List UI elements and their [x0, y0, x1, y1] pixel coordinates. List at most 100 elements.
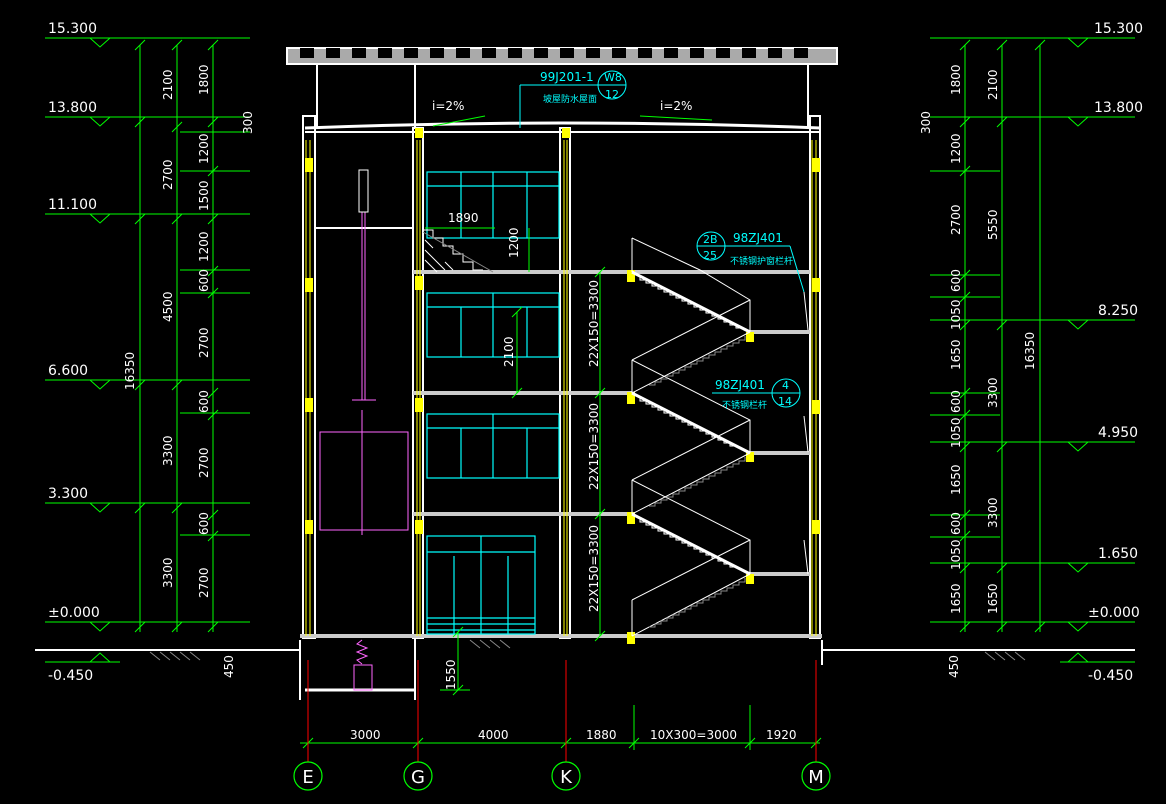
left-outer-4: 3300	[161, 557, 175, 588]
right-inner-0: 1800	[949, 64, 963, 95]
axis-G: G	[411, 767, 425, 788]
interior-dimensions	[425, 115, 713, 696]
stair-run-1: 22X150=3300	[587, 280, 601, 367]
roof-label: 99J201-1	[540, 70, 594, 84]
right-inner-5: 1050	[949, 299, 963, 330]
bottom-dim-2: 1880	[586, 728, 617, 742]
elev-left-0: 15.300	[48, 21, 97, 37]
left-inner-9: 600	[197, 512, 211, 535]
right-outer-2: 3300	[986, 377, 1000, 408]
left-below: 450	[222, 655, 236, 678]
stair-ref2-bottom: 14	[778, 395, 792, 408]
right-dimension-chains	[930, 39, 1046, 633]
right-inner-8: 1050	[949, 417, 963, 448]
columns-yellow	[305, 140, 817, 636]
stair-run-3: 22X150=3300	[587, 525, 601, 612]
elev-left-6: -0.450	[48, 668, 93, 684]
stair-run-2: 22X150=3300	[587, 403, 601, 490]
left-total: 16350	[123, 352, 137, 390]
dim-1890: 1890	[448, 211, 479, 225]
slope-right: i=2%	[660, 99, 692, 113]
left-outer-3: 3300	[161, 435, 175, 466]
elev-left-4: 3.300	[48, 486, 88, 502]
right-inner-6: 1650	[949, 339, 963, 370]
elev-right-1: 13.800	[1094, 100, 1143, 116]
left-dimension-texts: 16350 2100 2700 4500 3300 3300 1800 300 …	[123, 64, 255, 678]
stair-ref1-code: 98ZJ401	[733, 231, 783, 245]
left-inner-10: 2700	[197, 567, 211, 598]
left-inner-5: 600	[197, 269, 211, 292]
elev-right-4: 1.650	[1098, 546, 1138, 562]
left-inner-3: 1500	[197, 180, 211, 211]
right-elevations: 15.300 13.800 8.250 4.950 1.650 ±0.000 -…	[930, 21, 1143, 684]
bottom-dimensions	[300, 700, 822, 750]
right-outer-0: 2100	[986, 69, 1000, 100]
bottom-dim-0: 3000	[350, 728, 381, 742]
ground-hatch	[149, 639, 1026, 661]
stair-section-upper	[422, 229, 494, 273]
right-inner-1: 300	[919, 111, 933, 134]
column-nodes	[305, 128, 820, 644]
left-outer-0: 2100	[161, 69, 175, 100]
left-inner-1: 300	[241, 111, 255, 134]
stair-ref2-note: 不锈钢栏杆	[722, 399, 767, 411]
building-structure	[286, 47, 838, 700]
stair-ref2-code: 98ZJ401	[715, 378, 765, 392]
bottom-dim-4: 1920	[766, 728, 797, 742]
interior-dimension-texts: 22X150=3300 22X150=3300 22X150=3300 2100…	[432, 99, 692, 690]
right-inner-9: 1650	[949, 464, 963, 495]
axis-K: K	[560, 767, 573, 788]
elev-left-2: 11.100	[48, 197, 97, 213]
right-inner-7: 600	[949, 390, 963, 413]
stair-ref1-bottom: 25	[703, 249, 717, 262]
roof-ref-bottom: 12	[605, 88, 619, 101]
right-inner-4: 600	[949, 269, 963, 292]
right-total: 16350	[1023, 332, 1037, 370]
elevator	[319, 212, 409, 691]
stair-ref1-note: 不锈钢护窗栏杆	[730, 255, 793, 267]
axis-lines	[307, 660, 817, 762]
left-inner-0: 1800	[197, 64, 211, 95]
left-inner-4: 1200	[197, 231, 211, 262]
left-dimension-chains	[134, 39, 250, 633]
axis-bubbles: E G K M	[293, 761, 831, 791]
axis-M: M	[808, 767, 824, 788]
right-inner-12: 1650	[949, 583, 963, 614]
left-outer-2: 4500	[161, 291, 175, 322]
stair-ref1-top: 2B	[703, 233, 718, 246]
elev-right-3: 4.950	[1098, 425, 1138, 441]
elev-left-1: 13.800	[48, 100, 97, 116]
right-outer-3: 3300	[986, 497, 1000, 528]
roof-ref-top: W8	[604, 71, 622, 84]
right-inner-3: 2700	[949, 204, 963, 235]
right-outer-1: 5550	[986, 209, 1000, 240]
dim-1200: 1200	[507, 227, 521, 258]
axis-E: E	[302, 767, 313, 788]
elev-left-5: ±0.000	[48, 605, 100, 621]
dim-2100: 2100	[502, 336, 516, 367]
dim-1550: 1550	[444, 659, 458, 690]
right-inner-10: 600	[949, 512, 963, 535]
right-outer-4: 1650	[986, 583, 1000, 614]
elev-left-3: 6.600	[48, 363, 88, 379]
left-outer-1: 2700	[161, 159, 175, 190]
slope-left: i=2%	[432, 99, 464, 113]
left-inner-8: 2700	[197, 447, 211, 478]
elevator-top-box	[358, 169, 369, 213]
right-dimension-texts: 1800 300 1200 2700 600 1050 1650 600 105…	[919, 64, 1037, 678]
roof-note: 坡屋防水屋面	[543, 93, 597, 105]
bottom-dimension-texts: 3000 4000 1880 10X300=3000 1920	[350, 728, 797, 742]
elev-right-0: 15.300	[1094, 21, 1143, 37]
bottom-dim-3: 10X300=3000	[650, 728, 737, 742]
left-elevations: 15.300 13.800 11.100 6.600 3.300 ±0.000 …	[45, 21, 250, 684]
right-inner-11: 1050	[949, 539, 963, 570]
elev-right-6: -0.450	[1088, 668, 1133, 684]
elev-right-2: 8.250	[1098, 303, 1138, 319]
left-inner-6: 2700	[197, 327, 211, 358]
windows	[426, 171, 560, 635]
bottom-dim-1: 4000	[478, 728, 509, 742]
left-inner-7: 600	[197, 390, 211, 413]
stairs	[631, 237, 809, 637]
